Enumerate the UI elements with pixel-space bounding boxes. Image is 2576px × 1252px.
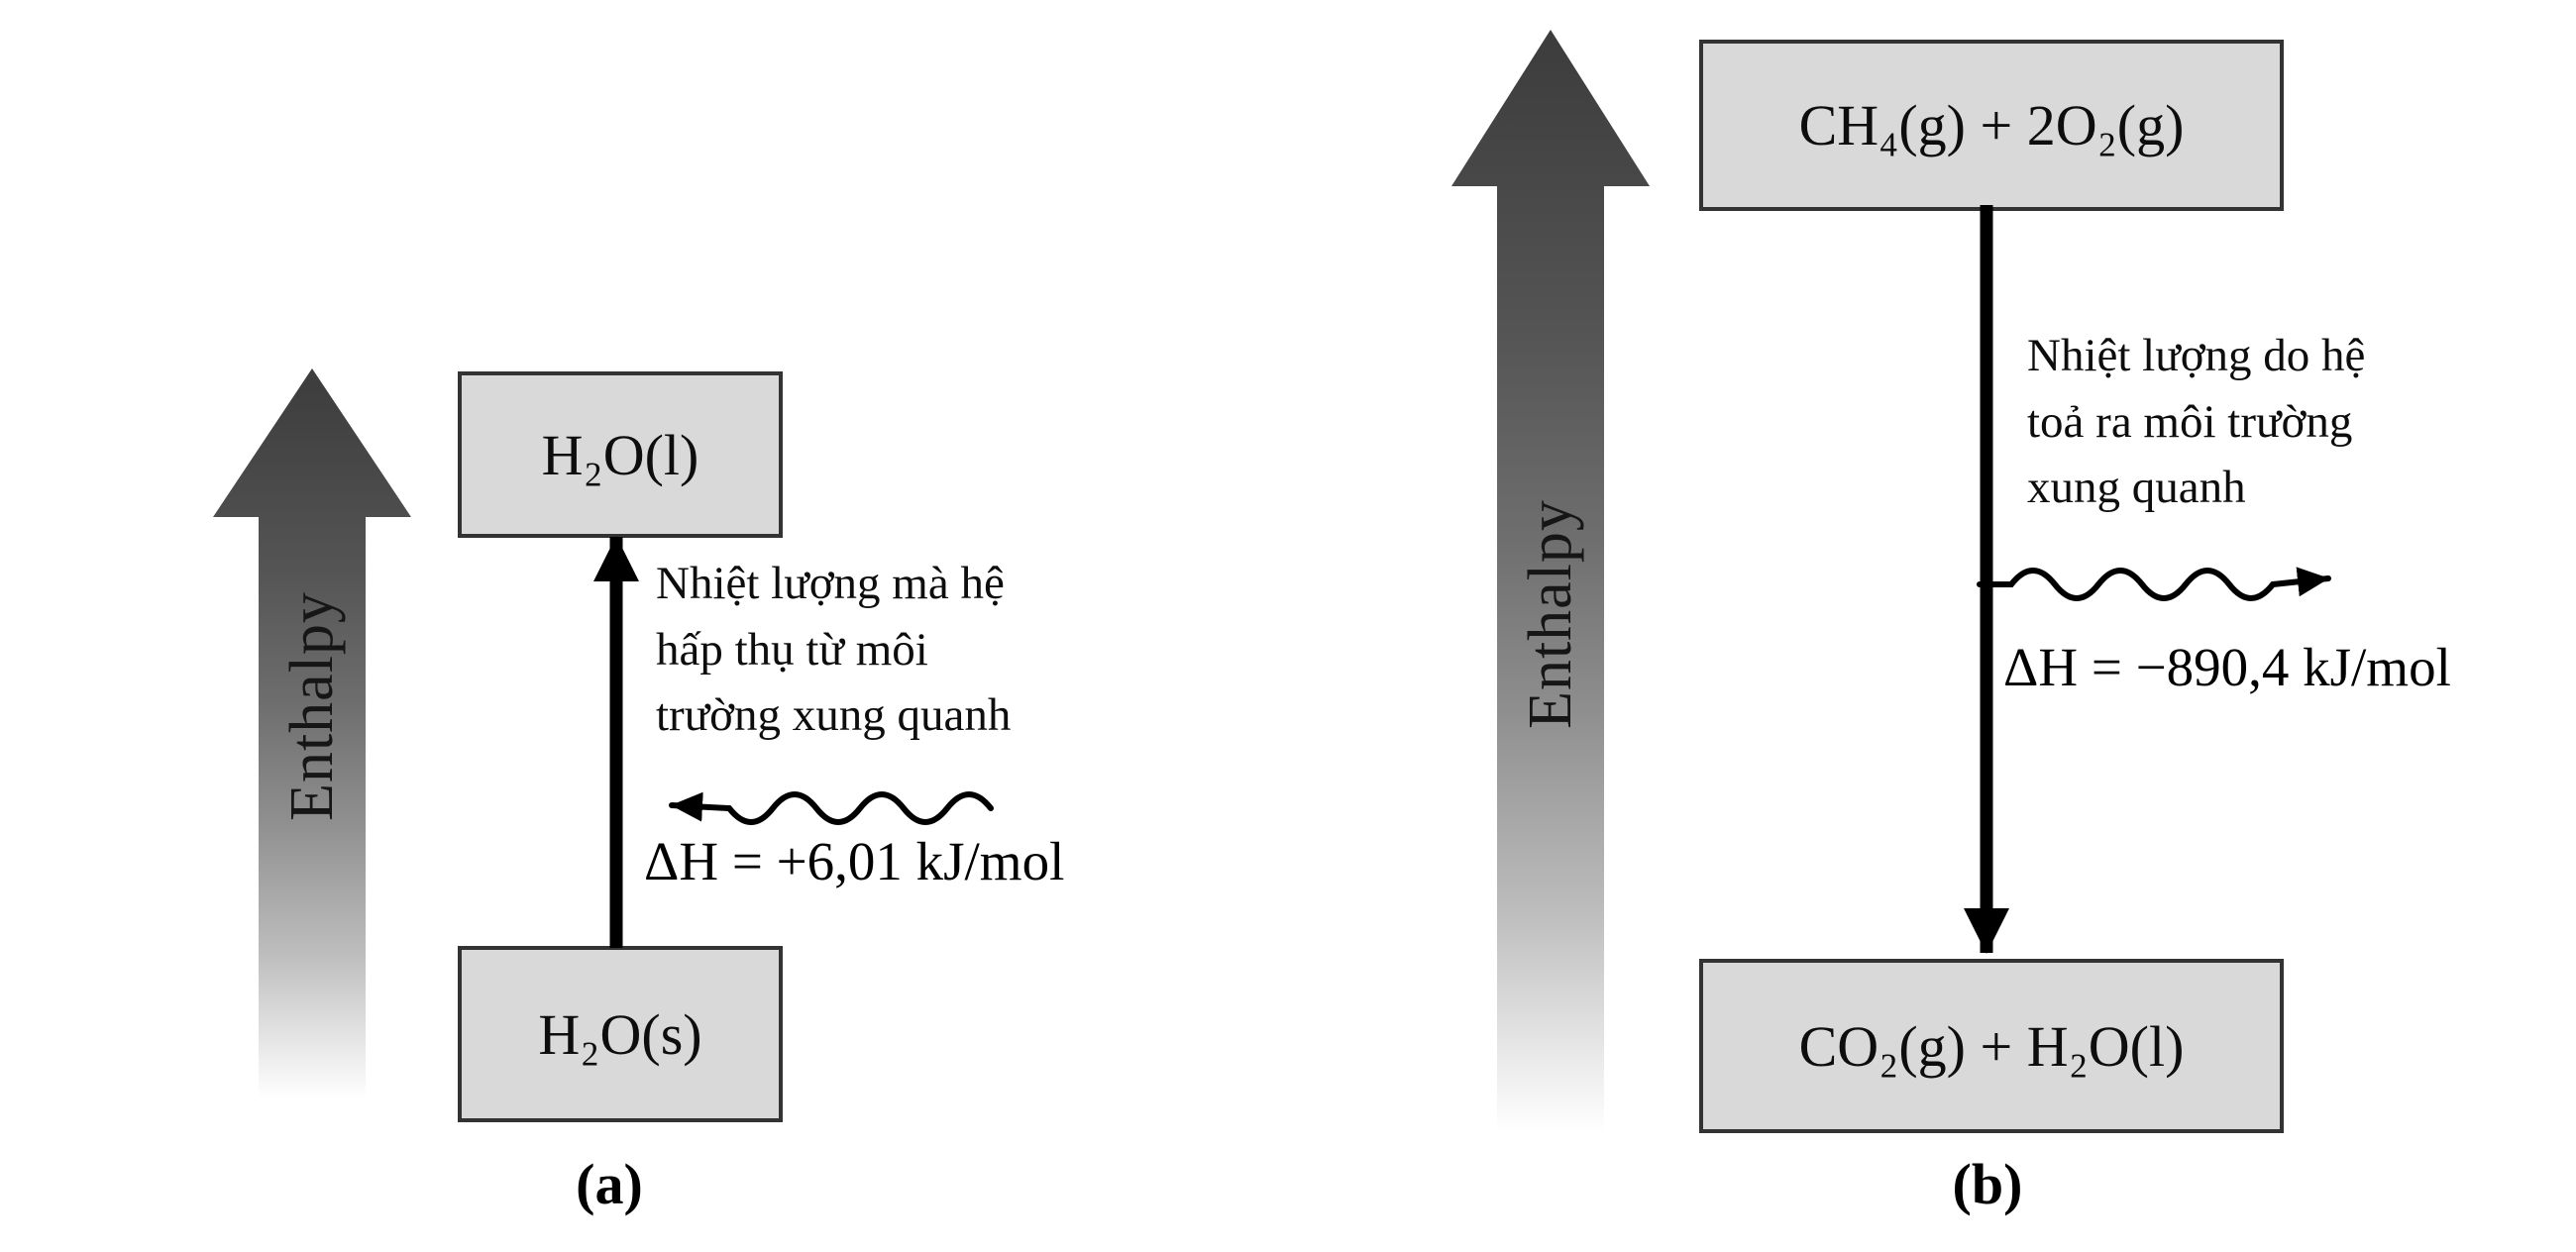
state-box-ch4-o2: CH₄(g) + 2O₂(g) (1699, 40, 2284, 211)
delta-h-label-b: ΔH = −890,4 kJ/mol (2003, 637, 2451, 697)
heat-wavy-arrow-a (669, 791, 994, 825)
state-box-co2-h2o: CO₂(g) + H₂O(l) (1699, 959, 2284, 1133)
state-box-h2o-liquid: H₂O(l) (458, 371, 783, 538)
enthalpy-axis-label-b: Enthalpy (1517, 499, 1584, 729)
caption-b: (b) (1952, 1152, 2023, 1216)
heat-released-annotation: Nhiệt lượng do hệ toả ra môi trường xung… (2027, 330, 2366, 514)
heat-absorbed-annotation: Nhiệt lượng mà hệ hấp thụ từ môi trường … (656, 558, 1012, 742)
heat-wavy-arrow-b (1977, 567, 2331, 601)
caption-a: (a) (576, 1152, 643, 1216)
delta-h-label-a: ΔH = +6,01 kJ/mol (644, 831, 1065, 891)
state-box-h2o-solid: H₂O(s) (458, 946, 783, 1122)
enthalpy-axis-label-a: Enthalpy (278, 591, 346, 821)
